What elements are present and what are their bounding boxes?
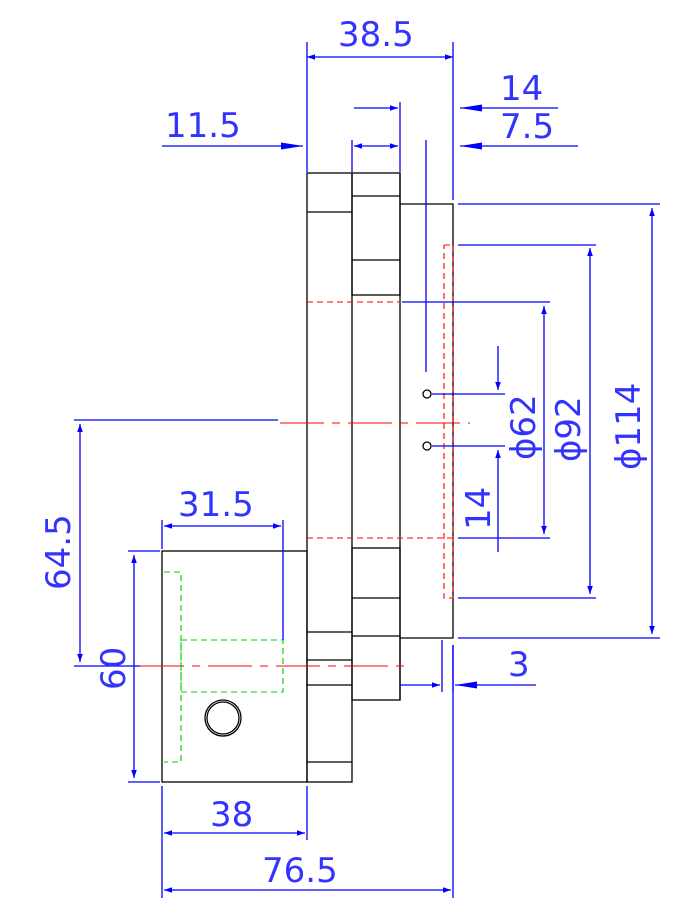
hole-lower [422, 441, 432, 451]
dim-gap-3: 3 [508, 645, 530, 685]
main-plate [306, 172, 353, 783]
dim-dia-92: ϕ92 [549, 396, 589, 462]
lower-hub [351, 547, 401, 701]
dim-offset-14: 14 [500, 69, 543, 109]
dimension-lines [74, 42, 660, 898]
dim-hole-spacing: 14 [459, 487, 499, 530]
hidden-lines-red [140, 244, 470, 667]
dim-offset-7-5: 7.5 [500, 107, 554, 147]
hole-upper [422, 389, 432, 399]
port-circle [204, 699, 242, 737]
dim-bottom-38: 38 [210, 795, 253, 835]
dim-offset-left: 11.5 [165, 106, 241, 146]
dim-top-width: 38.5 [338, 15, 414, 55]
dim-block-height: 60 [94, 647, 134, 690]
dim-height-64-5: 64.5 [39, 514, 79, 590]
part-outline [161, 172, 454, 783]
dim-overall-width: 76.5 [262, 851, 338, 891]
upper-hub [351, 172, 401, 296]
dim-block-width: 31.5 [178, 485, 254, 525]
hidden-lines-green [164, 571, 284, 763]
dim-dia-114: ϕ114 [609, 383, 649, 470]
dim-dia-62: ϕ62 [504, 394, 544, 460]
dimension-labels: 38.5 11.5 14 7.5 ϕ114 ϕ92 ϕ62 14 64.5 31… [39, 15, 649, 891]
